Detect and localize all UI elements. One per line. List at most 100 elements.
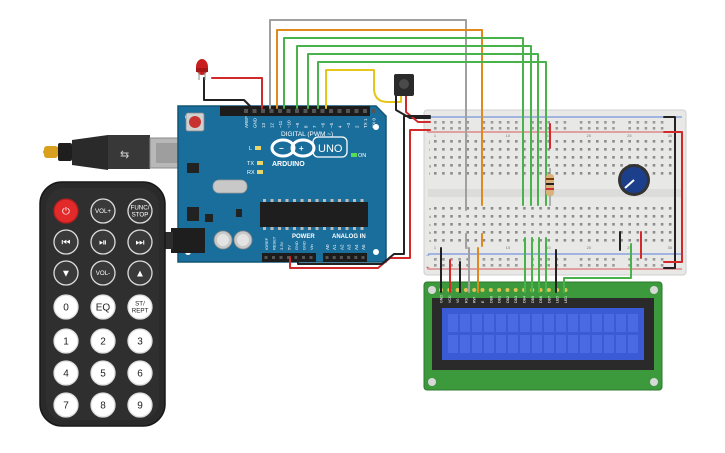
remote-btn-4[interactable]: 4 [53, 360, 79, 386]
digital-pin[interactable] [252, 109, 257, 113]
lcd-pin[interactable] [513, 288, 518, 292]
digital-pin[interactable] [337, 109, 342, 113]
remote-btn-6[interactable]: 6 [127, 360, 153, 386]
remote-btn-vol-up[interactable]: VOL+ [90, 198, 116, 224]
digital-pin[interactable] [363, 109, 367, 113]
power-pin[interactable] [287, 256, 290, 259]
lcd-pin-label: RS [464, 297, 468, 303]
wire-green-2 [296, 45, 532, 206]
remote-btn-5[interactable]: 5 [90, 360, 116, 386]
lcd-pin[interactable] [488, 288, 493, 292]
digital-pin[interactable] [320, 109, 325, 113]
analog-pin[interactable] [325, 256, 329, 259]
remote-btn-7[interactable]: 7 [53, 392, 79, 418]
lcd-char-cell [616, 314, 626, 332]
svg-text:−: − [426, 253, 430, 259]
digital-pin[interactable] [312, 109, 316, 113]
remote-btn-2[interactable]: 2 [90, 328, 116, 354]
remote-btn-power[interactable]: ⏻ [53, 198, 79, 224]
breadboard-row-letter: b [429, 230, 432, 235]
wire-black-led [203, 77, 253, 109]
breadboard-col-number: 15 [546, 245, 551, 250]
lcd-pin[interactable] [463, 288, 468, 292]
remote-btn-prev[interactable]: ⏮ [53, 229, 79, 255]
dc-power-jack[interactable] [171, 228, 205, 253]
digital-pin-label: ~9 [295, 122, 300, 128]
remote-btn-vol-down[interactable]: VOL- [90, 260, 116, 286]
remote-btn-eq[interactable]: EQ [90, 294, 116, 320]
digital-pin[interactable] [295, 109, 299, 113]
power-pin[interactable] [302, 256, 305, 259]
remote-btn-play-pause[interactable]: ⏯ [90, 229, 116, 255]
potentiometer[interactable] [618, 164, 650, 196]
power-pin[interactable] [272, 256, 275, 259]
lcd-pin[interactable] [497, 288, 502, 292]
digital-pin[interactable] [371, 109, 376, 113]
digital-pin[interactable] [329, 109, 333, 113]
wire-red-led [211, 77, 263, 109]
remote-btn-9[interactable]: 9 [127, 392, 153, 418]
lcd-pin-label: DB3 [514, 296, 518, 303]
remote-btn-st-rept[interactable]: ST/REPT [127, 294, 153, 320]
usb-cable: ⇆ [43, 135, 196, 170]
remote-btn-down[interactable]: ▼ [53, 260, 79, 286]
digital-pin[interactable] [346, 109, 350, 113]
red-led[interactable] [196, 59, 208, 80]
analog-pin[interactable] [354, 256, 358, 259]
lcd-char-cell [532, 314, 542, 332]
power-pin[interactable] [294, 256, 298, 259]
lcd-char-cell [592, 335, 602, 353]
analog-pin[interactable] [347, 256, 351, 259]
analog-pin[interactable] [339, 256, 343, 259]
lcd-pin[interactable] [546, 288, 551, 292]
digital-pin[interactable] [261, 109, 265, 113]
lcd-char-cell [484, 314, 494, 332]
digital-pin[interactable] [286, 109, 291, 113]
breadboard-col-number: 10 [506, 133, 511, 138]
lcd-char-cell [628, 314, 638, 332]
lcd-pin-label: RW [473, 296, 477, 303]
remote-btn-up[interactable]: ▲ [127, 260, 153, 286]
wire-green-1 [283, 37, 524, 206]
digital-pin[interactable] [354, 109, 359, 113]
digital-pin[interactable] [278, 109, 282, 113]
power-pin[interactable] [309, 256, 313, 259]
digital-pin-label: 8 [304, 125, 309, 128]
lcd-char-cell [604, 335, 614, 353]
power-pin[interactable] [279, 256, 283, 259]
analog-pin[interactable] [332, 256, 336, 259]
digital-pin[interactable] [244, 109, 248, 113]
lcd-char-cell [544, 314, 554, 332]
remote-btn-0[interactable]: 0 [53, 294, 79, 320]
lcd-char-cell [556, 335, 566, 353]
svg-text:+: + [426, 129, 430, 135]
breadboard-col-number: 25 [627, 133, 632, 138]
remote-btn-8[interactable]: 8 [90, 392, 116, 418]
remote-btn-3[interactable]: 3 [127, 328, 153, 354]
digital-pin[interactable] [303, 109, 308, 113]
power-pin-label: IOREF [264, 237, 269, 250]
analog-label: ANALOG IN [332, 234, 366, 240]
remote-btn-next[interactable]: ⏭ [127, 229, 153, 255]
power-pin-label: 5V [287, 245, 292, 250]
lcd-char-cell [544, 335, 554, 353]
lcd-pin[interactable] [472, 288, 477, 292]
resistor[interactable] [546, 168, 554, 206]
remote-btn-1[interactable]: 1 [53, 328, 79, 354]
digital-pin-label: 2 [355, 125, 360, 128]
digital-pin-label: 13 [261, 122, 266, 128]
ir-receiver[interactable] [394, 74, 414, 96]
digital-pin[interactable] [269, 109, 274, 113]
remote-btn-func-stop[interactable]: FUNC/STOP [127, 198, 153, 224]
reset-button-cap[interactable] [189, 116, 201, 128]
lcd-pin[interactable] [505, 288, 510, 292]
lcd-pin[interactable] [455, 288, 460, 292]
lcd-char-cell [556, 314, 566, 332]
analog-pin[interactable] [361, 256, 365, 259]
lcd-pin[interactable] [480, 288, 485, 292]
power-pin[interactable] [264, 256, 268, 259]
lcd-pin-label: GND [440, 295, 444, 303]
